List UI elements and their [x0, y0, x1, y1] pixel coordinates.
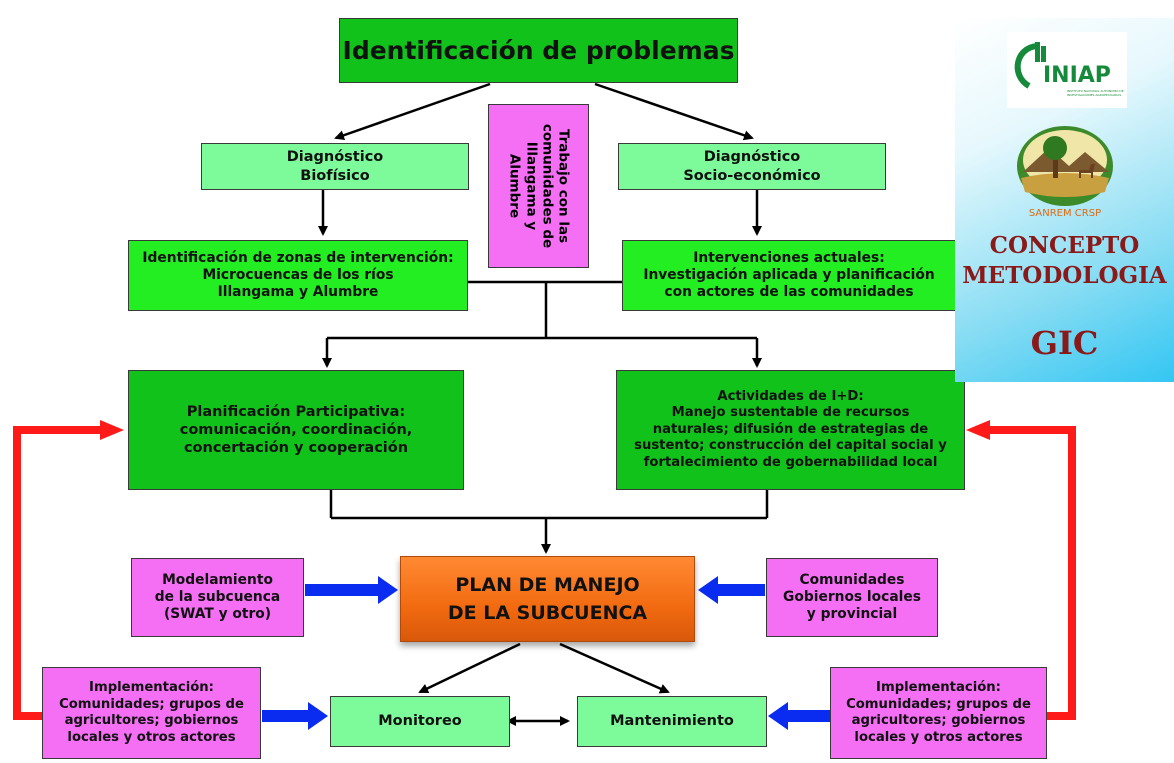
comunidades-line-1: Comunidades — [799, 571, 905, 588]
trabajo-line-2: comunidades de — [538, 123, 555, 249]
diagnostico-biofisico-box: Diagnóstico Biofísico — [201, 143, 469, 190]
svg-text:INIAP: INIAP — [1043, 63, 1111, 88]
title-box: Identificación de problemas — [339, 18, 738, 83]
sanrem-logo: SANREM CRSP — [1013, 126, 1117, 220]
svg-text:SANREM CRSP: SANREM CRSP — [1029, 208, 1101, 219]
intervenciones-line-3: con actores de las comunidades — [664, 284, 914, 301]
modelamiento-line-3: (SWAT y otro) — [163, 606, 272, 623]
trabajo-line-4: Alumbre — [506, 153, 523, 219]
concepto-label: CONCEPTO — [989, 232, 1140, 259]
diagnostico-socio-box: Diagnóstico Socio-económico — [618, 143, 886, 190]
concepto-panel: INIAP INSTITUTO NACIONAL AUTÓNOMO DE INV… — [955, 18, 1174, 382]
implementacion-right-box: Implementación: Comunidades; grupos de a… — [830, 667, 1047, 759]
title-text: Identificación de problemas — [342, 35, 735, 65]
metodologia-label: METODOLOGIA — [962, 262, 1167, 289]
actividades-line-5: fortalecimiento de gobernabilidad local — [643, 454, 938, 470]
mantenimiento-label: Mantenimiento — [610, 713, 734, 730]
gic-label: GIC — [1030, 324, 1099, 362]
planificacion-participativa-box: Planificación Participativa: comunicació… — [128, 370, 464, 490]
planificacion-line-1: Planificación Participativa: — [186, 403, 406, 420]
implementacion-left-box: Implementación: Comunidades; grupos de a… — [42, 667, 261, 759]
diag-bio-line-2: Biofísico — [300, 167, 370, 184]
mantenimiento-box: Mantenimiento — [577, 696, 767, 747]
diag-socio-line-1: Diagnóstico — [703, 149, 801, 166]
impl-right-line-3: agricultores; gobiernos — [851, 713, 1026, 728]
intervenciones-line-2: Investigación aplicada y planificación — [643, 266, 935, 283]
zonas-line-1: Identificación de zonas de intervención: — [142, 249, 454, 266]
zonas-intervencion-box: Identificación de zonas de intervención:… — [128, 240, 468, 311]
impl-left-line-4: locales y otros actores — [67, 729, 236, 745]
trabajo-comunidades-box: Trabajo con las comunidades de Illangama… — [488, 104, 589, 268]
intervenciones-line-1: Intervenciones actuales: — [693, 249, 885, 266]
impl-right-line-2: Comunidades; grupos de — [846, 696, 1031, 712]
diag-bio-line-1: Diagnóstico — [286, 149, 384, 166]
intervenciones-actuales-box: Intervenciones actuales: Investigación a… — [622, 240, 956, 311]
impl-left-line-3: agricultores; gobiernos — [64, 713, 239, 728]
actividades-id-box: Actividades de I+D: Manejo sustentable d… — [616, 370, 965, 490]
trabajo-comunidades-text: Trabajo con las comunidades de Illangama… — [506, 111, 571, 261]
actividades-line-1: Actividades de I+D: — [717, 388, 864, 404]
comunidades-gobiernos-box: Comunidades Gobiernos locales y provinci… — [766, 558, 938, 637]
actividades-line-3: naturales; difusión de estrategias de — [652, 421, 929, 437]
planificacion-line-3: concertación y cooperación — [183, 440, 409, 457]
svg-text:INSTITUTO NACIONAL AUTÓNOMO DE: INSTITUTO NACIONAL AUTÓNOMO DE — [1067, 88, 1124, 93]
actividades-line-4: sustento; construcción del capital socia… — [634, 438, 947, 454]
monitoreo-box: Monitoreo — [330, 696, 510, 747]
monitoreo-label: Monitoreo — [378, 713, 462, 730]
plan-line-2: DE LA SUBCUENCA — [447, 602, 648, 624]
trabajo-line-1: Trabajo con las — [554, 128, 571, 244]
iniap-logo: INIAP INSTITUTO NACIONAL AUTÓNOMO DE INV… — [1007, 32, 1127, 108]
impl-right-line-1: Implementación: — [876, 680, 1001, 695]
planificacion-line-2: comunicación, coordinación, — [179, 421, 413, 438]
actividades-line-2: Manejo sustentable de recursos — [671, 405, 910, 421]
impl-right-line-4: locales y otros actores — [854, 729, 1023, 745]
trabajo-line-3: Illangama y — [522, 141, 539, 231]
comunidades-line-3: y provincial — [806, 606, 898, 623]
modelamiento-line-1: Modelamiento — [162, 571, 273, 588]
plan-manejo-box: PLAN DE MANEJO DE LA SUBCUENCA — [400, 556, 695, 642]
zonas-line-2: Microcuencas de los ríos — [202, 266, 394, 283]
modelamiento-box: Modelamiento de la subcuenca (SWAT y otr… — [131, 558, 304, 637]
plan-line-1: PLAN DE MANEJO — [455, 573, 640, 596]
modelamiento-line-2: de la subcuenca — [154, 588, 281, 605]
impl-left-line-2: Comunidades; grupos de — [59, 696, 244, 712]
svg-text:INVESTIGACIONES AGROPECUARIAS: INVESTIGACIONES AGROPECUARIAS — [1067, 93, 1121, 97]
zonas-line-3: Illangama y Alumbre — [217, 284, 379, 301]
diag-socio-line-2: Socio-económico — [683, 167, 821, 184]
impl-left-line-1: Implementación: — [89, 680, 214, 695]
comunidades-line-2: Gobiernos locales — [783, 588, 921, 605]
